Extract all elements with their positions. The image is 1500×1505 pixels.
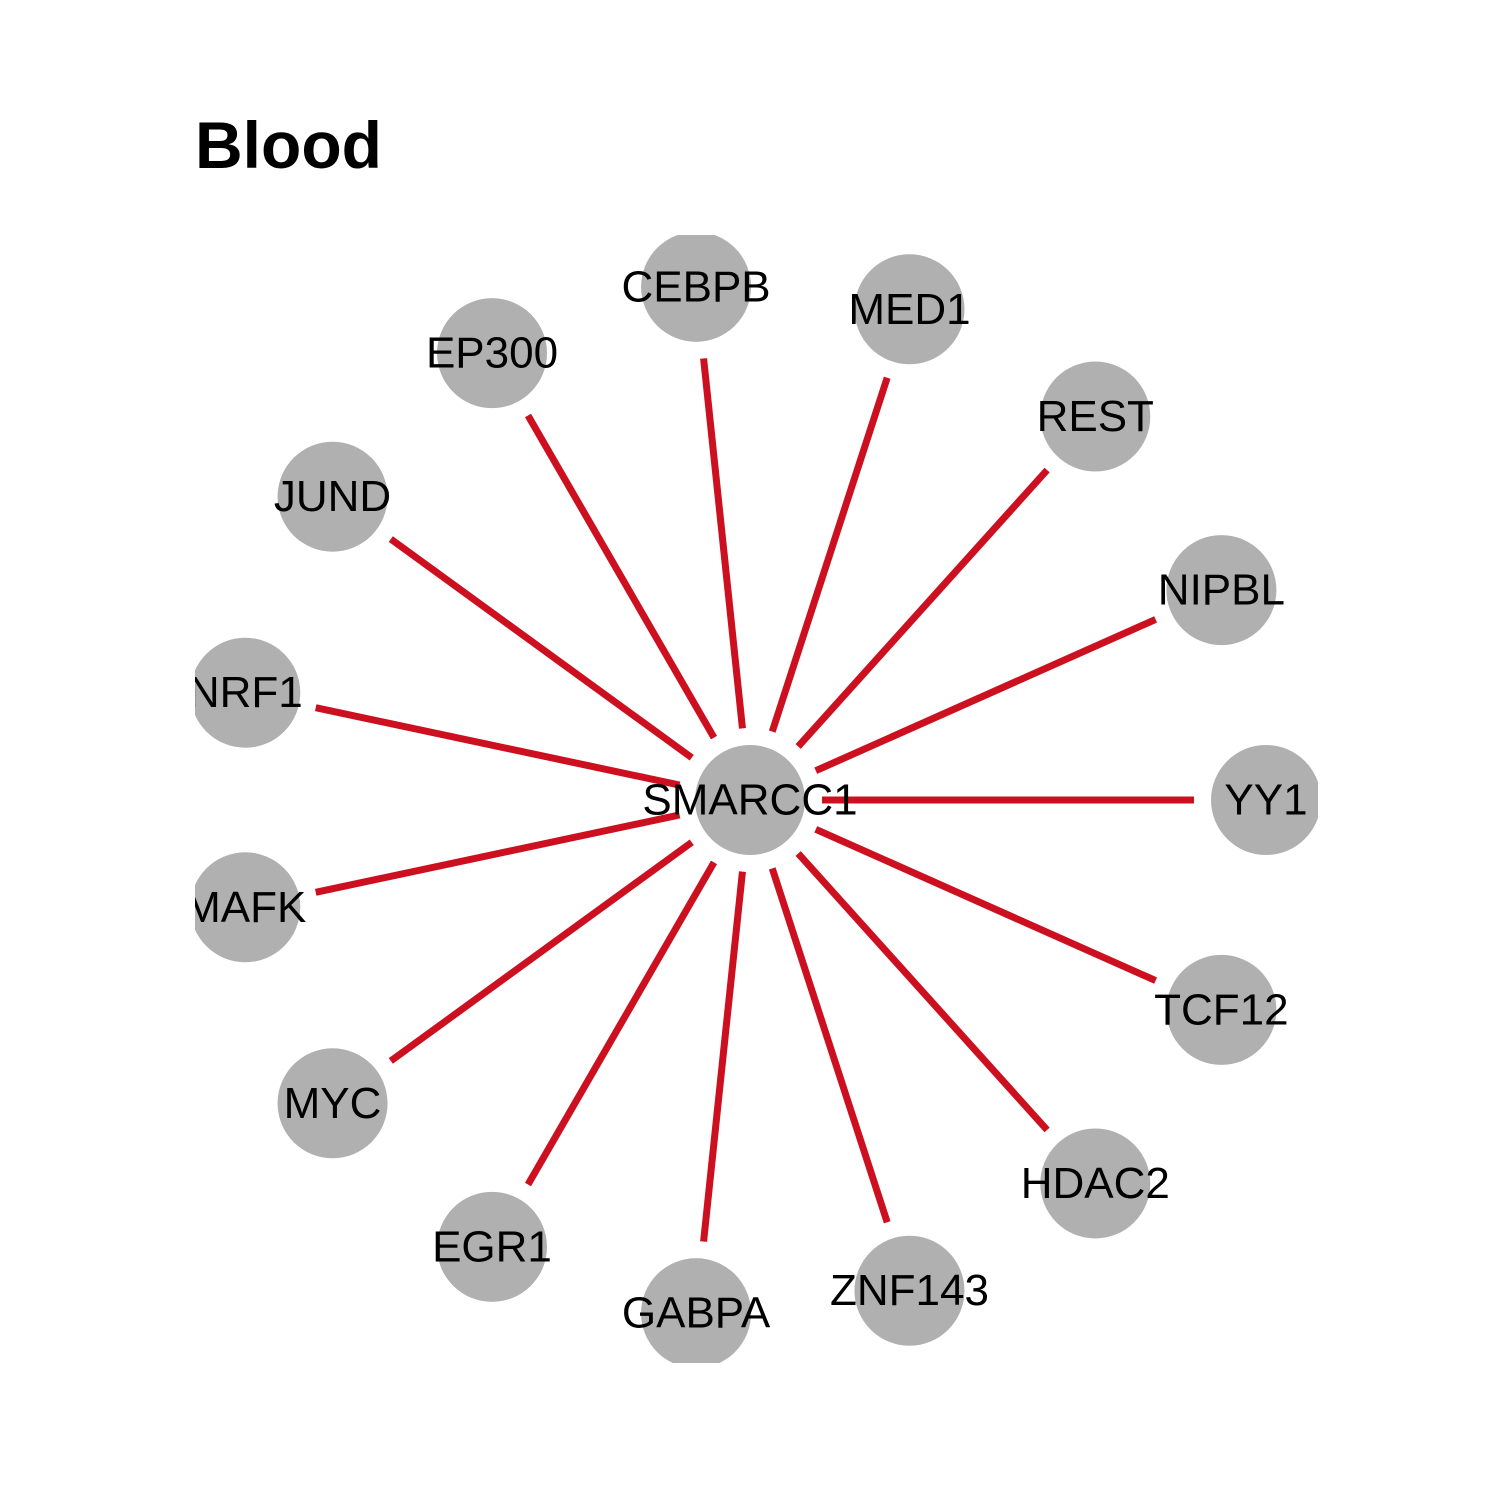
- edge-smarcc1-myc: [388, 839, 694, 1064]
- edge-smarcc1-znf143: [768, 867, 891, 1224]
- node-label-yy1: YY1: [1224, 776, 1307, 825]
- edge-smarcc1-egr1: [524, 860, 718, 1187]
- edge-smarcc1-nipbl: [814, 616, 1158, 774]
- edge-smarcc1-hdac2: [795, 851, 1050, 1133]
- edge-smarcc1-med1: [768, 376, 891, 733]
- edge-smarcc1-mafk: [314, 811, 681, 896]
- node-myc: [277, 1048, 388, 1159]
- node-label-znf143: ZNF143: [830, 1266, 989, 1315]
- edge-smarcc1-rest: [795, 467, 1050, 749]
- node-label-egr1: EGR1: [432, 1222, 552, 1271]
- node-label-ep300: EP300: [426, 329, 558, 378]
- edge-smarcc1-ep300: [524, 413, 718, 740]
- node-label-nipbl: NIPBL: [1158, 566, 1285, 615]
- node-mafk: [195, 852, 301, 963]
- node-label-nrf1: NRF1: [188, 668, 303, 717]
- node-label-myc: MYC: [284, 1079, 382, 1128]
- node-nipbl: [1166, 535, 1277, 646]
- node-label-hdac2: HDAC2: [1021, 1159, 1170, 1208]
- node-rest: [1040, 361, 1151, 472]
- node-label-smarcc1: SMARCC1: [642, 776, 857, 825]
- node-nrf1: [195, 637, 301, 748]
- edge-smarcc1-nrf1: [314, 704, 681, 789]
- edge-smarcc1-gabpa: [700, 871, 746, 1242]
- figure-title: Blood: [195, 108, 382, 182]
- node-yy1: [1211, 745, 1318, 855]
- node-med1: [854, 254, 965, 365]
- node-jund: [277, 441, 388, 552]
- node-label-tcf12: TCF12: [1154, 985, 1288, 1034]
- node-hdac2: [1040, 1128, 1151, 1239]
- nodes-layer: [195, 235, 1318, 1363]
- node-cebpb: [641, 235, 752, 342]
- edge-smarcc1-tcf12: [814, 826, 1158, 984]
- edge-smarcc1-jund: [388, 536, 694, 761]
- node-label-gabpa: GABPA: [622, 1289, 771, 1338]
- node-label-rest: REST: [1037, 392, 1154, 441]
- edges-layer: [314, 358, 1194, 1242]
- node-znf143: [854, 1235, 965, 1346]
- node-label-med1: MED1: [848, 285, 970, 334]
- node-egr1: [437, 1191, 547, 1302]
- node-tcf12: [1166, 954, 1277, 1065]
- node-gabpa: [641, 1258, 752, 1363]
- node-ep300: [437, 298, 547, 409]
- node-smarcc1: [695, 745, 805, 855]
- node-label-jund: JUND: [274, 472, 391, 521]
- node-label-mafk: MAFK: [184, 883, 306, 932]
- node-label-cebpb: CEBPB: [621, 262, 770, 311]
- edge-smarcc1-cebpb: [700, 358, 746, 729]
